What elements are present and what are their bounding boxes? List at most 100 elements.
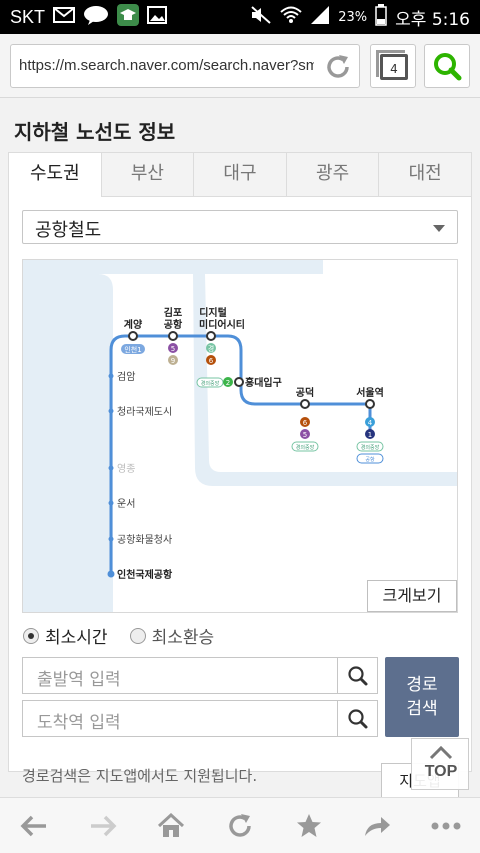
line-select[interactable]: 공항철도 (22, 210, 458, 244)
gyeongui-tag (291, 441, 319, 452)
line6-badge (300, 417, 310, 427)
station-cargo: 공항화물청사 (117, 534, 172, 546)
airport-line (109, 334, 372, 574)
gyeongui-tag-label: 경의중앙 (201, 380, 220, 387)
station-marker[interactable] (234, 377, 244, 387)
start-station-input[interactable]: 출발역 입력 (22, 657, 378, 694)
gyeongui-tag (356, 441, 384, 452)
tab-gwangju[interactable]: 광주 (285, 153, 379, 197)
signal-icon (310, 5, 330, 30)
line-select-value: 공항철도 (35, 220, 102, 241)
search-icon (348, 709, 368, 729)
subway-map[interactable]: 계양 김포 공항 디지털 미디어시티 홍대입구 공덕 서울역 검암 청라국제도시… (22, 259, 458, 613)
badge-incheon1 (121, 344, 145, 354)
tab-capital[interactable]: 수도권 (9, 153, 101, 197)
station-marker[interactable] (168, 331, 178, 341)
more-icon[interactable] (426, 806, 466, 846)
search-icon (348, 666, 368, 686)
line2-badge-label: 2 (226, 379, 230, 387)
mail-icon (53, 6, 76, 28)
station-marker[interactable] (300, 399, 310, 409)
zoom-button[interactable]: 크게보기 (367, 580, 457, 612)
scroll-top-button[interactable]: TOP (411, 738, 469, 790)
station-dot[interactable] (107, 570, 115, 578)
map-app-hint: 경로검색은 지도앱에서도 지원됩니다. (22, 767, 258, 785)
radio-min-time-label[interactable]: 최소시간 (45, 628, 108, 648)
browser-toolbar: https://m.search.naver.com/search.naver?… (0, 34, 480, 98)
line5-badge (300, 429, 310, 439)
line9-badge-label: 9 (171, 357, 175, 365)
station-dot[interactable] (108, 373, 114, 379)
line5-badge-label: 5 (171, 345, 175, 353)
station-yeongjong: 영종 (117, 463, 135, 475)
gyeongui-tag-label: 경의중앙 (361, 444, 380, 451)
station-marker[interactable] (206, 331, 216, 341)
badge-incheon1-label: 인천1 (124, 345, 141, 354)
route-search-label-2: 검색 (406, 699, 438, 719)
start-search-button[interactable] (337, 658, 377, 693)
tabs-button[interactable]: 4 (370, 44, 416, 88)
station-gyeyang: 계양 (124, 318, 143, 331)
line6-badge-label: 6 (209, 357, 214, 365)
search-button[interactable] (424, 44, 470, 88)
station-dmc-2: 미디어시티 (199, 318, 245, 331)
home-icon[interactable] (151, 806, 191, 846)
station-marker[interactable] (365, 399, 375, 409)
station-dot[interactable] (108, 500, 114, 506)
start-station-placeholder: 출발역 입력 (37, 670, 121, 690)
line4-badge (365, 417, 375, 427)
gyeongui-badge-label: 경 (208, 344, 214, 353)
line9-badge (168, 355, 178, 365)
route-options: 최소시간 최소환승 (23, 623, 236, 648)
tab-count: 4 (390, 62, 398, 76)
url-text: https://m.search.naver.com/search.naver?… (19, 57, 314, 74)
mute-icon (250, 5, 272, 30)
scroll-top-label: TOP (424, 763, 458, 780)
forward-icon[interactable] (83, 806, 123, 846)
end-station-input[interactable]: 도착역 입력 (22, 700, 378, 737)
bookmark-star-icon[interactable] (289, 806, 329, 846)
airport-tag (356, 453, 384, 464)
tab-daejeon[interactable]: 대전 (378, 153, 471, 197)
route-search-button[interactable]: 경로 검색 (385, 657, 459, 737)
browser-nav-bar (0, 797, 480, 853)
tabs-icon: 4 (376, 50, 408, 80)
end-station-placeholder: 도착역 입력 (37, 713, 121, 733)
line6-badge-label: 6 (303, 419, 308, 427)
tab-busan[interactable]: 부산 (100, 153, 194, 197)
gyeongui-badge (206, 343, 216, 353)
station-seoul: 서울역 (356, 386, 384, 399)
land-area (205, 274, 457, 472)
radio-min-transfer-label[interactable]: 최소환승 (151, 628, 215, 648)
tab-daegu[interactable]: 대구 (193, 153, 286, 197)
line1-badge-label: 1 (368, 431, 372, 439)
talk-icon (83, 5, 109, 30)
station-gimpo: 김포 (164, 307, 182, 319)
reload-icon[interactable] (323, 52, 353, 82)
line6-badge (206, 355, 216, 365)
back-icon[interactable] (14, 806, 54, 846)
station-cheongna: 청라국제도시 (117, 406, 172, 418)
station-dot[interactable] (108, 408, 114, 414)
page-title: 지하철 노선도 정보 (14, 120, 176, 144)
station-marker[interactable] (128, 331, 138, 341)
chevron-down-icon (433, 225, 445, 232)
station-hongdae: 홍대입구 (245, 376, 282, 389)
radio-min-time[interactable] (23, 627, 39, 644)
station-incheon-airport: 인천국제공항 (117, 568, 173, 581)
airport-tag-label: 공항 (365, 456, 375, 463)
share-icon[interactable] (357, 806, 397, 846)
radio-min-transfer[interactable] (129, 627, 146, 644)
station-gimpo-2: 공항 (164, 318, 183, 331)
url-field[interactable]: https://m.search.naver.com/search.naver?… (10, 44, 360, 88)
battery-percent: 23% (338, 9, 368, 25)
wifi-icon (280, 6, 302, 29)
station-unseo: 운서 (117, 498, 135, 510)
route-map: 계양 김포 공항 디지털 미디어시티 홍대입구 공덕 서울역 검암 청라국제도시… (23, 260, 457, 612)
refresh-icon[interactable] (220, 806, 260, 846)
line2-badge (223, 377, 233, 387)
station-gongdeok: 공덕 (296, 386, 314, 399)
end-search-button[interactable] (337, 701, 377, 736)
station-dot[interactable] (108, 465, 114, 471)
station-dot[interactable] (108, 536, 114, 542)
